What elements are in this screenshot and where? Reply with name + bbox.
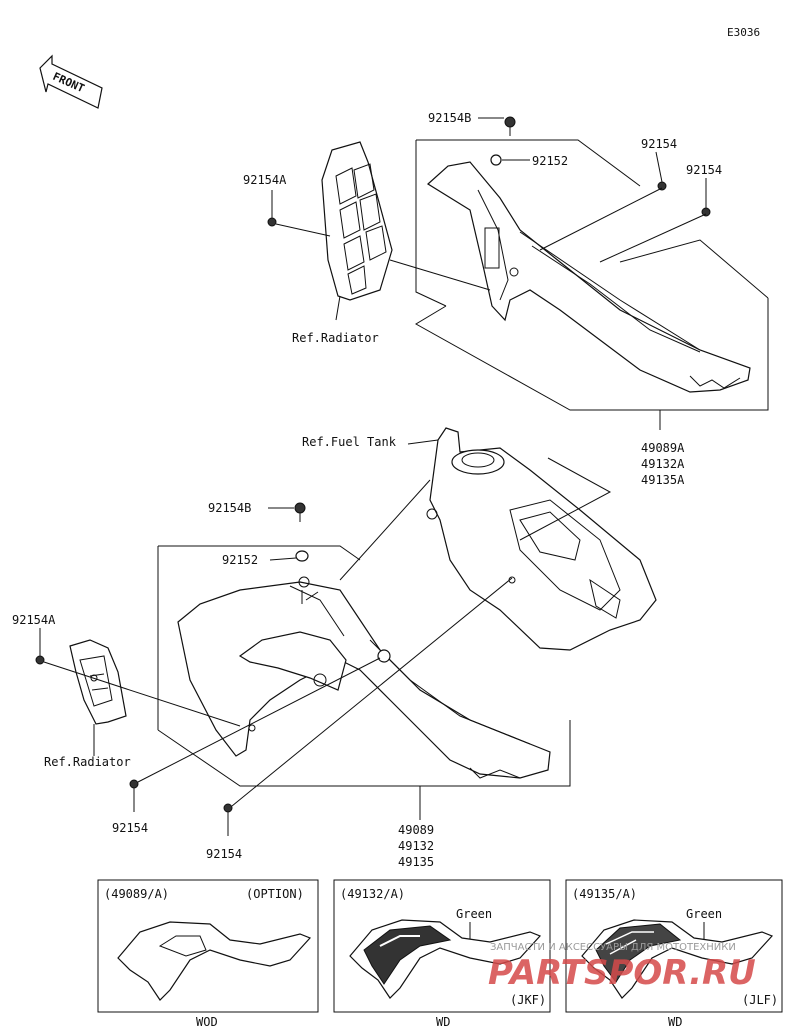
variant-2-caption: WD (436, 1015, 450, 1029)
variant-1-caption: WOD (196, 1015, 218, 1029)
bolt-icon (294, 502, 306, 514)
bottom-part-number-3: 49135 (398, 855, 434, 869)
variant-2-model: (JKF) (510, 993, 546, 1007)
variant-2-code: (49132/A) (340, 887, 405, 901)
top-part-number-3: 49135A (641, 473, 685, 487)
variant-panel-2: (49132/A) Green (JKF) WD (333, 879, 551, 1029)
variant-2-color: Green (456, 907, 492, 921)
bottom-part-number-2: 49132 (398, 839, 434, 853)
variant-1-code: (49089/A) (104, 887, 169, 901)
bottom-bolt-b-label: 92154B (208, 501, 251, 515)
bolt-icon (504, 116, 516, 128)
variant-3-model: (JLF) (742, 993, 778, 1007)
bottom-washer-label: 92152 (222, 553, 258, 567)
bolt-icon (657, 181, 667, 191)
variant-3-code: (49135/A) (572, 887, 637, 901)
front-arrow-icon: FRONT (39, 54, 103, 109)
variant-1-note: (OPTION) (246, 887, 304, 901)
top-bolt-b-label: 92154B (428, 111, 471, 125)
bolt-icon (267, 217, 277, 227)
washer-icon (295, 550, 309, 562)
diagram-code: E3036 (727, 26, 760, 39)
variant-panel-3: (49135/A) Green (JLF) WD (565, 879, 783, 1029)
top-bolt-1-label: 92154 (641, 137, 677, 151)
bottom-ref-radiator-label: Ref.Radiator (44, 755, 131, 769)
variant-3-caption: WD (668, 1015, 682, 1029)
variant-panel-1: (49089/A) (OPTION) WOD (97, 879, 319, 1029)
bolt-icon (223, 803, 233, 813)
bottom-bolt-2-label: 92154 (206, 847, 242, 861)
top-radiator-shroud (321, 141, 751, 393)
bottom-bolt-1-label: 92154 (112, 821, 148, 835)
top-fasteners (267, 116, 711, 227)
washer-icon (490, 154, 502, 166)
watermark-brand: PARTSPOR.RU (488, 953, 756, 993)
top-bolt-a-label: 92154A (243, 173, 287, 187)
bolt-icon (35, 655, 45, 665)
watermark-text: ЗАПЧАСТИ И АКСЕССУАРЫ ДЛЯ МОТОТЕХНИКИ (490, 942, 736, 953)
bottom-leader-lines (39, 457, 612, 836)
bottom-part-number-1: 49089 (398, 823, 434, 837)
top-bolt-2-label: 92154 (686, 163, 722, 177)
variant-3-color: Green (686, 907, 722, 921)
bottom-radiator-grille (69, 639, 127, 725)
top-part-number-1: 49089A (641, 441, 685, 455)
bottom-bolt-a-label: 92154A (12, 613, 56, 627)
top-part-number-2: 49132A (641, 457, 685, 471)
bottom-fasteners (35, 502, 309, 813)
top-leader-lines (271, 117, 769, 430)
bottom-radiator-shroud (177, 576, 551, 779)
bolt-icon (129, 779, 139, 789)
top-washer-label: 92152 (532, 154, 568, 168)
fuel-tank-ref-label: Ref.Fuel Tank (302, 435, 397, 449)
fuel-tank (426, 427, 657, 651)
top-ref-radiator-label: Ref.Radiator (292, 331, 379, 345)
